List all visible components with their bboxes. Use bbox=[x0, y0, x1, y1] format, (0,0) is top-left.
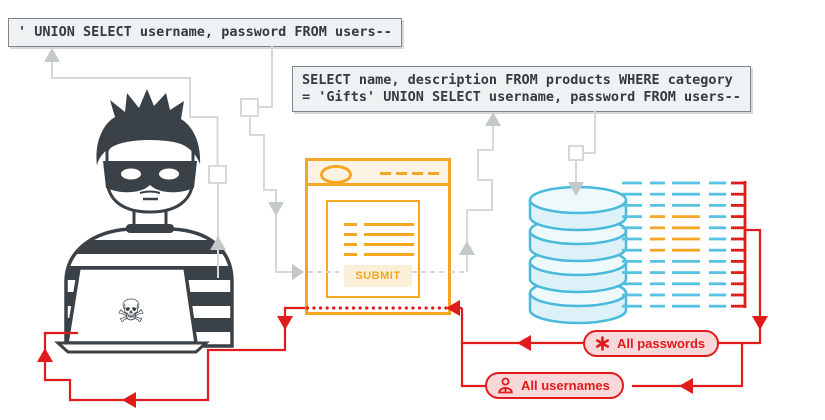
usernames-label: All usernames bbox=[521, 378, 610, 393]
arrow-up-icon bbox=[210, 236, 226, 250]
arrow-right-icon bbox=[292, 264, 304, 280]
arrow-up-icon bbox=[44, 48, 60, 62]
arrow-up-icon bbox=[37, 348, 53, 362]
asterisk-icon bbox=[595, 336, 609, 351]
menu-dash-icon bbox=[412, 172, 423, 175]
submit-button: SUBMIT bbox=[344, 265, 412, 287]
injection-payload-box: ' UNION SELECT username, password FROM u… bbox=[8, 18, 402, 47]
browser-titlebar bbox=[308, 161, 448, 186]
laptop-icon: ☠ bbox=[54, 266, 210, 354]
arrow-down-icon bbox=[568, 182, 584, 196]
database-table-grid bbox=[622, 181, 745, 308]
executed-query-box: SELECT name, description FROM products W… bbox=[292, 66, 751, 112]
form-field-line bbox=[364, 253, 414, 256]
injection-payload-text: ' UNION SELECT username, password FROM u… bbox=[18, 24, 392, 40]
form-field-label bbox=[344, 223, 357, 226]
form-field-label bbox=[344, 243, 357, 246]
database-icon bbox=[528, 185, 628, 325]
passwords-label: All passwords bbox=[617, 336, 706, 351]
arrow-down-icon bbox=[277, 316, 293, 330]
browser-window-icon: SUBMIT bbox=[305, 158, 451, 315]
usernames-callout: All usernames bbox=[485, 372, 624, 399]
passwords-callout: All passwords bbox=[583, 330, 720, 357]
arrow-left-icon bbox=[679, 378, 693, 394]
hacker-figure: ☠ bbox=[54, 89, 234, 354]
form-field-label bbox=[344, 233, 357, 236]
menu-dash-icon bbox=[380, 172, 391, 175]
form-field-label bbox=[344, 253, 357, 256]
form-field-line bbox=[364, 243, 414, 246]
mask-icon bbox=[103, 161, 197, 193]
arrow-up-icon bbox=[485, 112, 501, 126]
menu-dash-icon bbox=[428, 172, 439, 175]
arrow-left-icon bbox=[122, 392, 136, 408]
skull-icon: ☠ bbox=[117, 293, 146, 329]
menu-dash-icon bbox=[396, 172, 407, 175]
arrow-down-icon bbox=[752, 316, 768, 330]
executed-query-line1: SELECT name, description FROM products W… bbox=[302, 72, 733, 88]
form-field-line bbox=[364, 233, 414, 236]
striped-sweater bbox=[64, 227, 234, 348]
arrow-up-icon bbox=[459, 241, 475, 255]
form-field-line bbox=[364, 223, 414, 226]
browser-logo-oval-icon bbox=[320, 165, 352, 184]
arrow-down-icon bbox=[268, 202, 284, 216]
executed-query-line2: = 'Gifts' UNION SELECT username, passwor… bbox=[302, 89, 741, 105]
user-icon bbox=[498, 377, 513, 394]
arrow-left-icon bbox=[517, 335, 531, 351]
